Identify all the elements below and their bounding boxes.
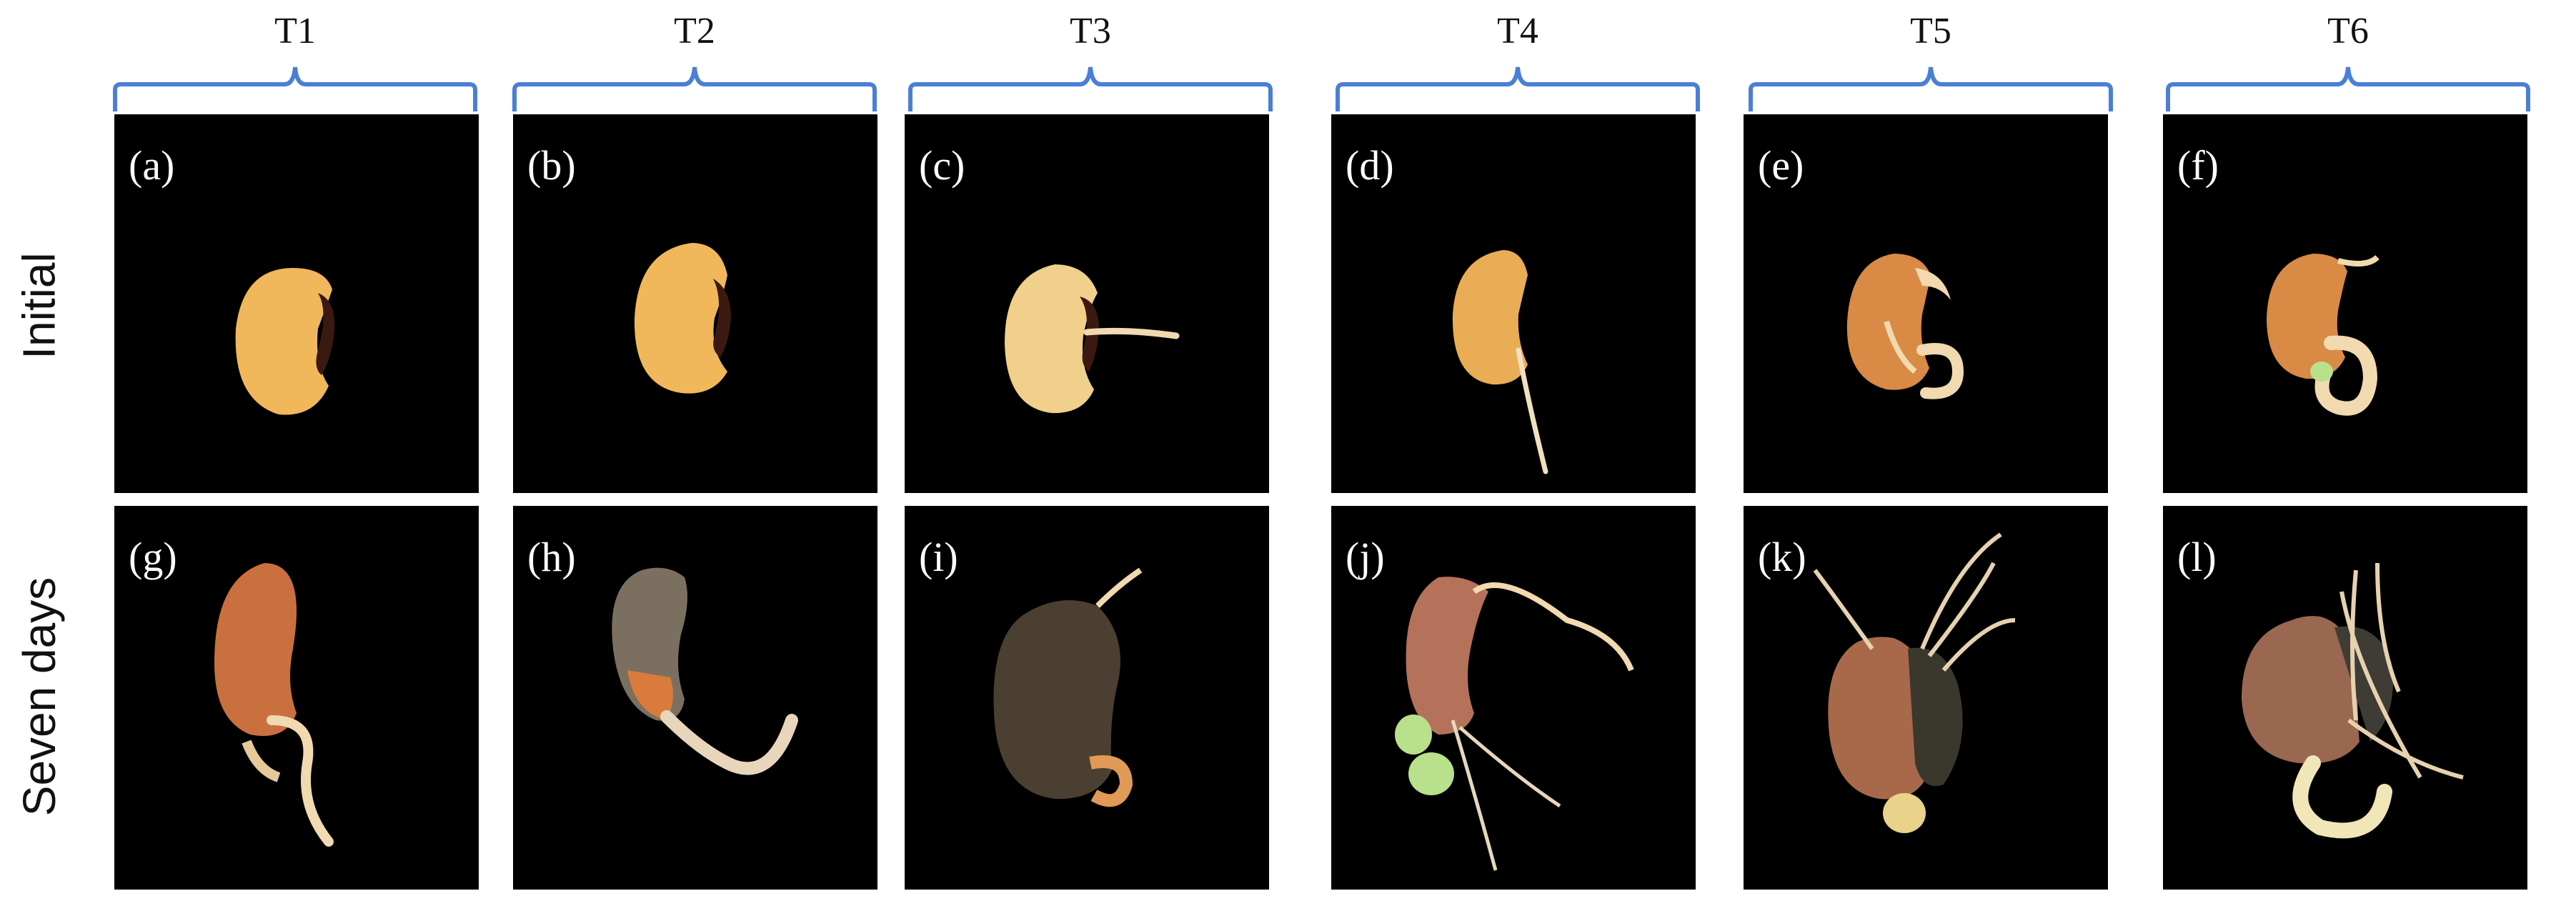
panel-d: (d) [1331, 114, 1696, 493]
panel-a: (a) [114, 114, 479, 493]
panel-l: (l) [2163, 506, 2527, 890]
panel-letter: (d) [1346, 142, 1394, 189]
row-label-initial: Initial [14, 252, 65, 359]
column-label: T6 [2327, 11, 2369, 51]
column-header-t1: T1 [109, 10, 481, 111]
seed-image [235, 268, 335, 415]
panel-letter: (h) [527, 534, 576, 580]
panel-c: (c) [905, 114, 1269, 493]
panel-letter: (l) [2177, 534, 2217, 580]
brace-icon [1336, 66, 1700, 111]
panel-letter: (j) [1346, 534, 1385, 580]
column-header-t4: T4 [1332, 10, 1704, 111]
seed-image [993, 567, 1143, 807]
panel-letter: (a) [129, 142, 175, 189]
panel-letter: (e) [1758, 142, 1804, 189]
column-label: T3 [1070, 11, 1111, 51]
seed-image [2267, 254, 2379, 416]
panel-f: (f) [2163, 114, 2527, 493]
brace-icon [908, 66, 1273, 111]
seed-image [1395, 577, 1634, 871]
seed-image [214, 563, 334, 847]
panel-letter: (c) [919, 142, 965, 189]
panel-letter: (k) [1758, 534, 1806, 580]
seed-image [1005, 264, 1180, 414]
seed-image [1452, 250, 1548, 474]
column-header-t6: T6 [2162, 10, 2534, 111]
column-header-t2: T2 [509, 10, 880, 111]
seed-image [1846, 254, 1964, 399]
seed-image [1813, 532, 2016, 833]
panel-i: (i) [905, 506, 1269, 890]
column-header-t5: T5 [1745, 10, 2117, 111]
column-label: T2 [674, 11, 715, 51]
panel-b: (b) [513, 114, 877, 493]
panel-letter: (b) [527, 142, 576, 189]
seed-image [612, 567, 798, 775]
brace-icon [1749, 66, 2113, 111]
brace-icon [2166, 66, 2530, 111]
panel-letter: (f) [2177, 142, 2219, 189]
column-label: T5 [1910, 11, 1951, 51]
seed-image [2242, 562, 2464, 839]
brace-icon [113, 66, 477, 111]
panel-j: (j) [1331, 506, 1696, 890]
brace-icon [512, 66, 877, 111]
panel-letter: (g) [129, 534, 177, 580]
column-header-t3: T3 [905, 10, 1276, 111]
panel-k: (k) [1744, 506, 2108, 890]
panel-g: (g) [114, 506, 479, 890]
row-label-seven-days: Seven days [14, 577, 65, 817]
column-label: T1 [274, 11, 316, 51]
panel-letter: (i) [919, 534, 958, 580]
seed-image [634, 243, 731, 394]
column-label: T4 [1497, 11, 1538, 51]
panel-h: (h) [513, 506, 877, 890]
panel-e: (e) [1744, 114, 2108, 493]
